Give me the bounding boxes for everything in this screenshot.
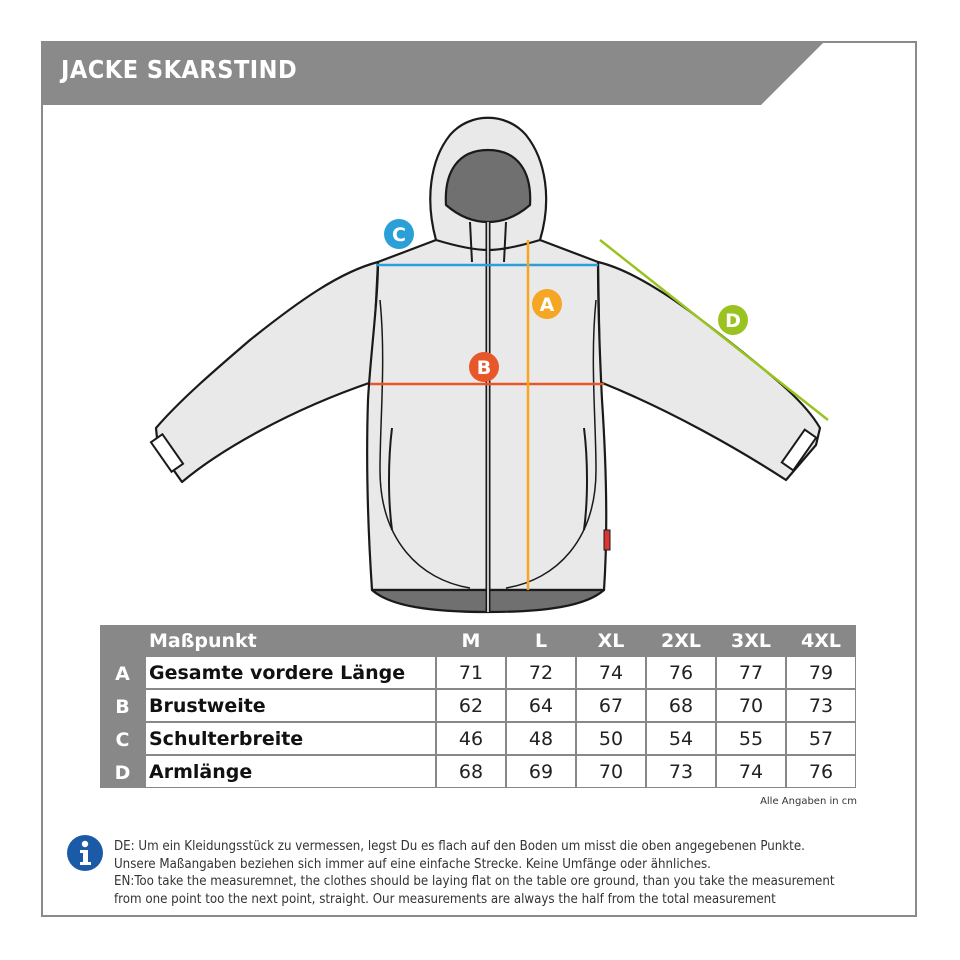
header-size-xl: XL	[576, 625, 646, 656]
left-cuff-tab	[149, 432, 185, 474]
marker-d: D	[718, 305, 748, 335]
left-sleeve	[154, 260, 380, 484]
header-corner	[100, 625, 145, 656]
info-line-en-2: from one point too the next point, strai…	[114, 891, 776, 907]
table-cell: 67	[576, 689, 646, 722]
table-cell: 62	[436, 689, 506, 722]
marker-c-label: C	[392, 224, 406, 246]
info-line-de-2: Unsere Maßangaben beziehen sich immer au…	[114, 856, 711, 872]
row-letter: D	[100, 755, 145, 788]
table-cell: 55	[716, 722, 786, 755]
info-line-de-1: DE: Um ein Kleidungsstück zu vermessen, …	[114, 839, 805, 854]
size-table: Maßpunkt M L XL 2XL 3XL 4XL A Gesamte vo…	[100, 625, 856, 788]
marker-c: C	[384, 219, 414, 249]
table-cell: 74	[716, 755, 786, 788]
table-row: A Gesamte vordere Länge 71 72 74 76 77 7…	[100, 656, 856, 689]
table-cell: 72	[506, 656, 576, 689]
header-size-m: M	[436, 625, 506, 656]
row-label: Schulterbreite	[145, 722, 436, 755]
header-size-3xl: 3XL	[716, 625, 786, 656]
table-cell: 54	[646, 722, 716, 755]
table-cell: 77	[716, 656, 786, 689]
table-cell: 46	[436, 722, 506, 755]
table-cell: 70	[576, 755, 646, 788]
table-cell: 68	[646, 689, 716, 722]
marker-a-label: A	[540, 294, 555, 316]
marker-b-label: B	[477, 357, 491, 379]
table-cell: 68	[436, 755, 506, 788]
table-row: C Schulterbreite 46 48 50 54 55 57	[100, 722, 856, 755]
right-cuff-tab	[780, 428, 818, 472]
marker-a: A	[532, 289, 562, 319]
header-size-l: L	[506, 625, 576, 656]
units-footnote: Alle Angaben in cm	[760, 796, 857, 807]
table-cell: 57	[786, 722, 856, 755]
header-size-4xl: 4XL	[786, 625, 856, 656]
header-measure-point: Maßpunkt	[145, 625, 436, 656]
header-size-2xl: 2XL	[646, 625, 716, 656]
page-title: JACKE SKARSTIND	[61, 55, 298, 84]
jacket-diagram: C A B D	[149, 116, 829, 614]
row-letter: C	[100, 722, 145, 755]
marker-d-label: D	[725, 310, 741, 332]
row-label: Brustweite	[145, 689, 436, 722]
table-cell: 64	[506, 689, 576, 722]
row-letter: A	[100, 656, 145, 689]
table-cell: 70	[716, 689, 786, 722]
right-sleeve	[596, 260, 822, 482]
title-banner	[43, 43, 823, 105]
measure-line-d	[599, 239, 829, 421]
row-label: Armlänge	[145, 755, 436, 788]
table-row: D Armlänge 68 69 70 73 74 76	[100, 755, 856, 788]
right-pocket	[583, 427, 588, 531]
table-cell: 76	[786, 755, 856, 788]
table-cell: 50	[576, 722, 646, 755]
table-cell: 73	[646, 755, 716, 788]
table-cell: 73	[786, 689, 856, 722]
marker-b: B	[469, 352, 499, 382]
table-cell: 74	[576, 656, 646, 689]
info-text: DE: Um ein Kleidungsstück zu vermessen, …	[114, 838, 914, 908]
info-line-en-1: EN:Too take the measuremnet, the clothes…	[114, 874, 835, 889]
table-cell: 48	[506, 722, 576, 755]
size-table-header: Maßpunkt M L XL 2XL 3XL 4XL	[100, 625, 856, 656]
row-letter: B	[100, 689, 145, 722]
brand-tag	[603, 529, 611, 551]
table-row: B Brustweite 62 64 67 68 70 73	[100, 689, 856, 722]
left-pocket	[388, 427, 393, 531]
info-icon	[67, 835, 103, 871]
table-cell: 69	[506, 755, 576, 788]
table-cell: 79	[786, 656, 856, 689]
table-cell: 76	[646, 656, 716, 689]
row-label: Gesamte vordere Länge	[145, 656, 436, 689]
table-cell: 71	[436, 656, 506, 689]
hood-opening	[444, 148, 532, 224]
